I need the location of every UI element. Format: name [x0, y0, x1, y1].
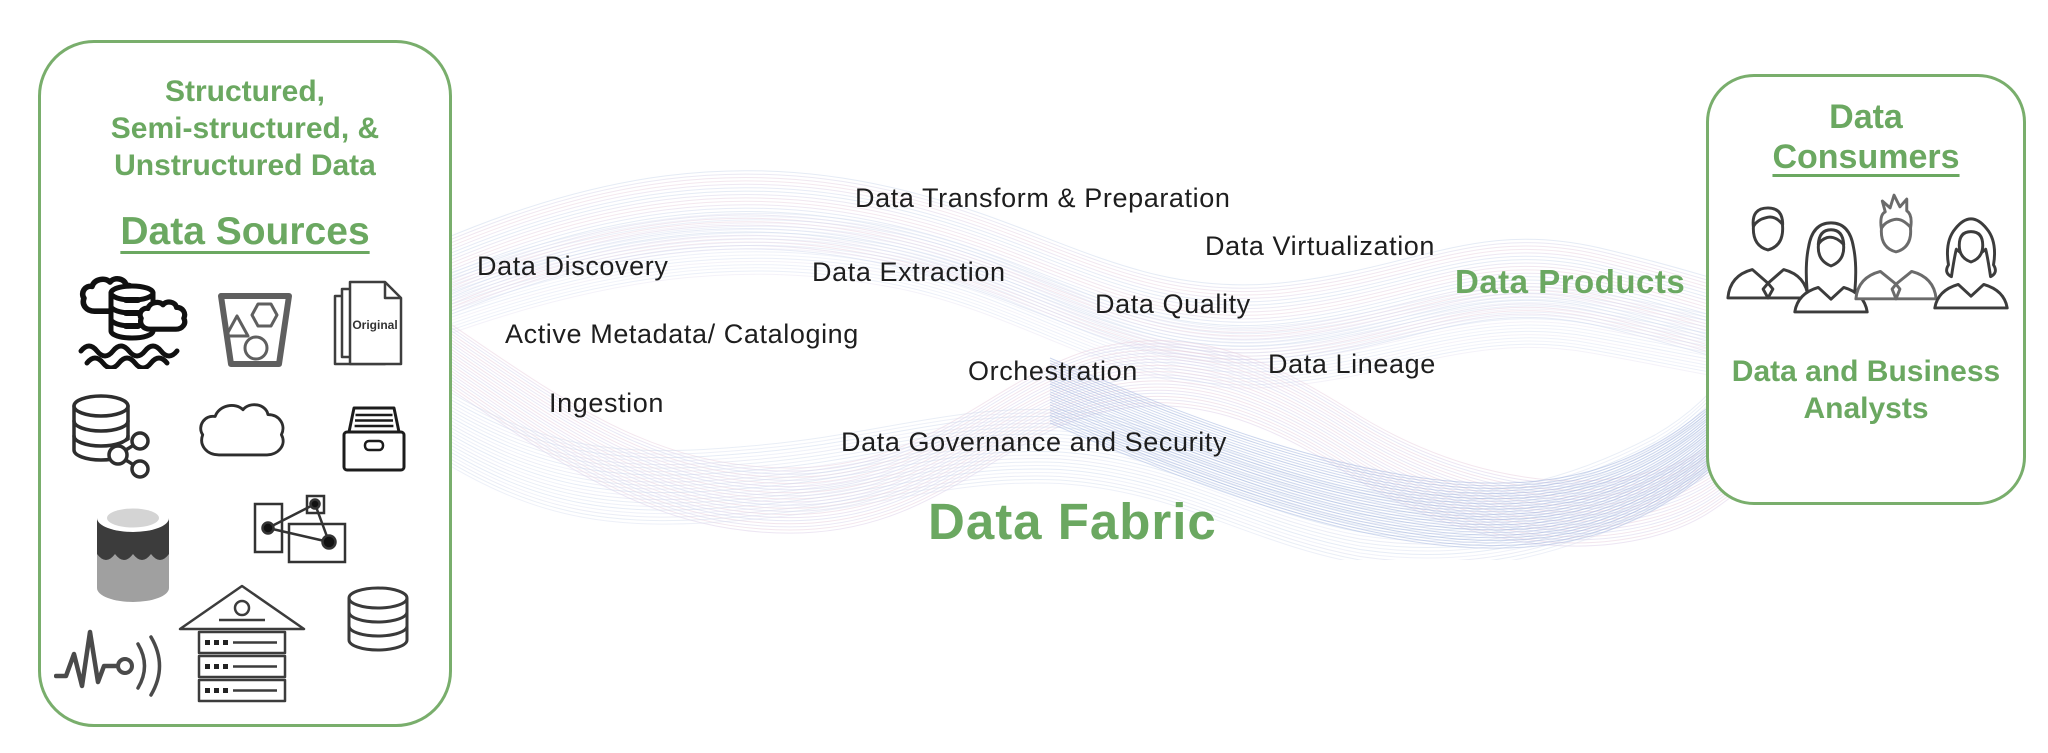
fabric-label-orchestration: Orchestration [968, 356, 1138, 386]
fabric-label-governance: Data Governance and Security [841, 427, 1228, 457]
sources-title-line2: Semi-structured, & [110, 112, 380, 145]
fabric-label-discovery: Data Discovery [477, 251, 669, 281]
disk-stack-icon [347, 586, 409, 652]
original-label: Original [352, 318, 397, 332]
data-consumers-box: Data Consumers [1706, 74, 2026, 505]
fabric-wave-ribbon [440, 170, 1730, 560]
cloud-icon [199, 403, 285, 457]
storage-bucket-icon [97, 504, 169, 602]
fabric-title: Data Fabric [928, 493, 1217, 550]
consumers-title-line1: Data [1829, 98, 1903, 136]
fabric-label-lineage: Data Lineage [1268, 349, 1436, 379]
data-lake-icon [78, 276, 188, 369]
fabric-label-virtualization: Data Virtualization [1205, 231, 1436, 261]
spiky-hair-analyst-icon [1854, 193, 1938, 301]
sources-title-line1: Structured, [164, 75, 326, 108]
original-documents-icon: Original [333, 280, 403, 366]
consumers-caption: Data and Business Analysts [1731, 355, 2001, 425]
fabric-label-transform: Data Transform & Preparation [855, 183, 1231, 213]
fabric-label-ingestion: Ingestion [549, 388, 664, 418]
archive-drawer-icon [342, 406, 406, 472]
signal-stream-icon [54, 629, 162, 697]
data-warehouse-icon [178, 584, 306, 703]
linked-records-icon [253, 494, 347, 564]
fabric-label-metadata: Active Metadata/ Cataloging [505, 319, 859, 349]
sources-title-line3: Unstructured Data [114, 149, 376, 182]
data-sources-box: Structured, Semi-structured, & Unstructu… [38, 40, 452, 727]
consumers-title: Data Consumers [1709, 97, 2023, 177]
consumers-title-line2: Consumers [1772, 138, 1960, 176]
consumers-people-group [1723, 189, 2015, 317]
sources-title: Structured, Semi-structured, & Unstructu… [55, 73, 435, 184]
sources-heading: Data Sources [120, 210, 370, 253]
fabric-label-quality: Data Quality [1095, 289, 1251, 319]
fabric-label-extraction: Data Extraction [812, 257, 1006, 287]
shared-database-icon [72, 394, 150, 479]
bob-hair-analyst-icon [1933, 217, 2009, 310]
male-analyst-icon [1726, 206, 1810, 300]
shapes-bin-icon [218, 293, 292, 367]
female-analyst-icon [1793, 221, 1869, 314]
fabric-label-data-products: Data Products [1455, 263, 1686, 300]
